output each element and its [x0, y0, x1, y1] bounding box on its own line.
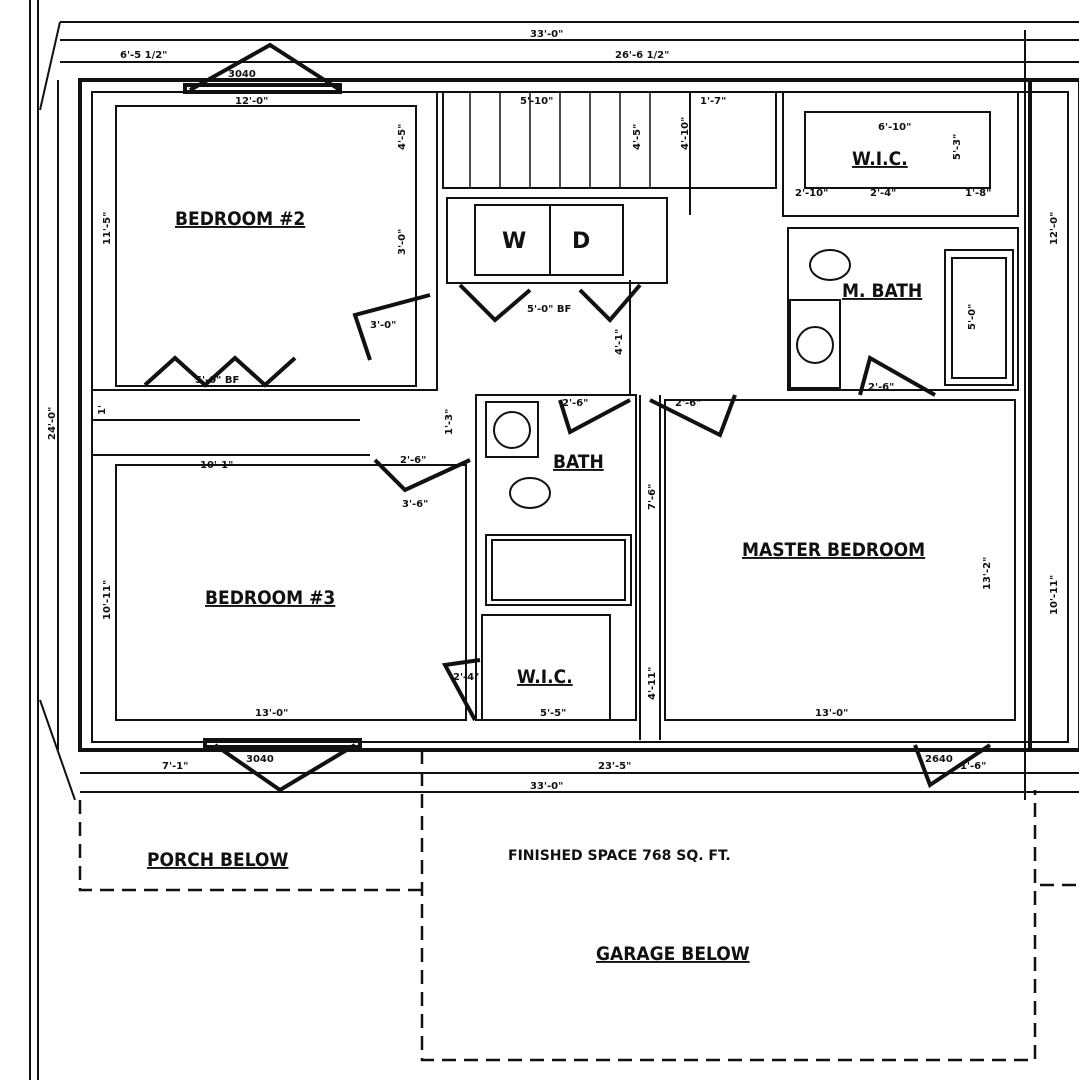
dim-hall-door: 3'-0"	[370, 320, 396, 331]
dim-wic-b: 2'-4"	[870, 188, 896, 199]
room-label-master-bedroom: MASTER BEDROOM	[742, 539, 925, 561]
dim-bed3-door: 2'-6"	[400, 455, 426, 466]
dim-wic-depth: 5'-3"	[952, 134, 963, 160]
dim-hall-width: 3'-6"	[402, 499, 428, 510]
dim-bed3-bottom: 13'-0"	[255, 708, 288, 719]
window-label-bottom-left: 3040	[246, 754, 274, 765]
dim-bottom-left: 7'-1"	[162, 761, 188, 772]
dim-master-bottom: 13'-0"	[815, 708, 848, 719]
dim-closet-door: 5'-0" BF	[195, 375, 239, 386]
dim-stair-width: 5'-10"	[520, 96, 553, 107]
dim-laundry-door: 5'-0" BF	[527, 304, 571, 315]
dim-wic-width: 6'-10"	[878, 122, 911, 133]
room-label-master-bath: M. BATH	[842, 280, 922, 302]
dim-linen-h: 1'-3"	[444, 409, 455, 435]
dim-bath-door: 2'-6"	[562, 398, 588, 409]
dryer-label: D	[572, 229, 590, 254]
window-label-bottom-right: 2640	[925, 754, 953, 765]
dim-bottom-right: 1'-6"	[960, 761, 986, 772]
dim-right-top: 26'-6 1/2"	[615, 50, 669, 61]
dim-closet-h: 1'	[97, 405, 108, 415]
dim-left-top: 6'-5 1/2"	[120, 50, 167, 61]
dim-wic2-door: 2'-4"	[453, 672, 479, 683]
dim-stair-h2: 4'-5"	[632, 124, 643, 150]
exterior-walls	[78, 78, 1079, 752]
dim-bed3-depth: 10'-11"	[102, 580, 113, 620]
room-label-bedroom-2: BEDROOM #2	[175, 208, 305, 230]
dim-stair-h1: 4'-5"	[397, 124, 408, 150]
dim-wic2-h: 4'-11"	[647, 667, 658, 700]
dim-mbath-door: 2'-6"	[868, 382, 894, 393]
porch-below-label: PORCH BELOW	[147, 849, 288, 871]
dim-bottom-mid: 23'-5"	[598, 761, 631, 772]
dim-overall-top: 33'-0"	[530, 29, 563, 40]
garage-below-label: GARAGE BELOW	[596, 943, 750, 965]
window-label-top: 3040	[228, 69, 256, 80]
room-label-bath: BATH	[553, 451, 604, 473]
dim-hall-h: 4'-1"	[614, 329, 625, 355]
windows	[183, 42, 992, 793]
dim-right-depth-bottom: 10'-11"	[1049, 575, 1060, 615]
dim-laundry-h: 3'-0"	[397, 229, 408, 255]
dim-master-h: 13'-2"	[982, 557, 993, 590]
below-outlines	[78, 750, 1079, 1062]
dim-master-door: 2'-6"	[675, 398, 701, 409]
dim-wic-a: 2'-10"	[795, 188, 828, 199]
dim-bed2-width: 12'-0"	[235, 96, 268, 107]
room-label-bedroom-3: BEDROOM #3	[205, 587, 335, 609]
dim-bath-h: 7'-6"	[647, 484, 658, 510]
dim-stair-side: 1'-7"	[700, 96, 726, 107]
room-label-master-wic: W.I.C.	[852, 148, 908, 170]
room-label-bed3-wic: W.I.C.	[517, 666, 573, 688]
dim-stair-h3: 4'-10"	[680, 117, 691, 150]
dimension-labels: 33'-0" 6'-5 1/2" 26'-6 1/2" 12'-0" 5'-10…	[47, 29, 1060, 792]
dim-overall-depth: 24'-0"	[47, 407, 58, 440]
dim-right-depth-top: 12'-0"	[1049, 212, 1060, 245]
dim-bed2-depth: 11'-5"	[102, 212, 113, 245]
washer-label: W	[502, 229, 526, 254]
interior-walls	[91, 91, 1019, 740]
dim-wic2-width: 5'-5"	[540, 708, 566, 719]
dim-overall-bottom: 33'-0"	[530, 781, 563, 792]
dim-bed3-width: 10'-1"	[200, 460, 233, 471]
doors	[143, 283, 936, 721]
dimension-lines	[29, 0, 1079, 1080]
dim-tub-h: 5'-0"	[967, 304, 978, 330]
finished-space-note: FINISHED SPACE 768 SQ. FT.	[508, 848, 731, 864]
dim-wic-c: 1'-8"	[965, 188, 991, 199]
